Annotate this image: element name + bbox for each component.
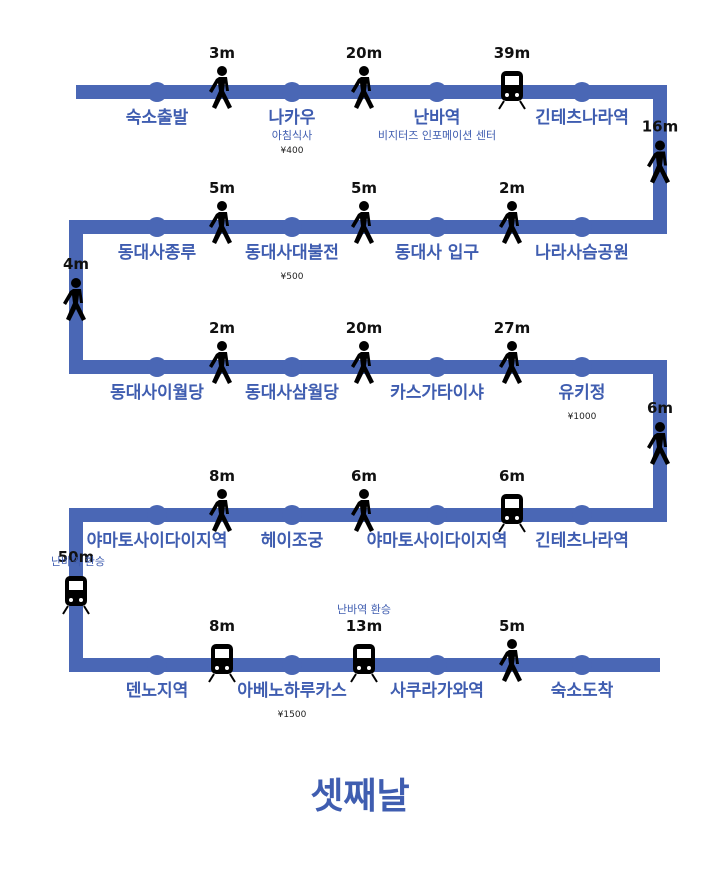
stop-name: 긴테츠나라역 (535, 108, 629, 128)
transfer-note: 난바역 환승 (337, 603, 391, 616)
connector-duration: 50m (58, 548, 95, 566)
stop-name: 나라사슴공원 (535, 243, 629, 263)
stop-dot (147, 655, 167, 675)
leg-duration: 20m (346, 44, 383, 62)
stop-dot (427, 217, 447, 237)
stop-dot (572, 357, 592, 377)
leg-duration: 13m (346, 617, 383, 635)
page-title: 셋째날 (310, 776, 409, 817)
stop-dot (282, 217, 302, 237)
leg-duration: 39m (494, 44, 531, 62)
stop-dot (147, 217, 167, 237)
stop-name: 덴노지역 (126, 681, 189, 701)
stop-dot (572, 82, 592, 102)
stop-dot (572, 217, 592, 237)
stop-dot (572, 505, 592, 525)
stop-dot (282, 655, 302, 675)
stop-name: 아베노하루카스 (237, 681, 347, 701)
stop-name: 동대사삼월당 (245, 383, 339, 403)
stop-name: 유키정 (559, 383, 606, 403)
stop-subtitle: 아침식사 (272, 129, 312, 142)
stop-dot (427, 357, 447, 377)
leg-duration: 6m (351, 467, 377, 485)
stop-name: 동대사종루 (118, 243, 197, 263)
stop-dot (572, 655, 592, 675)
stop-name: 나카우 (269, 108, 316, 128)
stop-dot (147, 82, 167, 102)
stop-name: 숙소도착 (551, 681, 614, 701)
train-icon (498, 70, 526, 110)
stop-name: 숙소출발 (126, 108, 189, 128)
leg-duration: 3m (209, 44, 235, 62)
stop-subtitle: 비지터즈 인포메이션 센터 (378, 129, 496, 142)
stop-dot (147, 505, 167, 525)
stop-price: ¥500 (281, 272, 304, 282)
leg-duration: 2m (209, 319, 235, 337)
stop-dot (282, 82, 302, 102)
leg-duration: 5m (351, 179, 377, 197)
stop-dot (282, 357, 302, 377)
stop-price: ¥1500 (278, 710, 307, 720)
stop-name: 카스가타이샤 (390, 383, 484, 403)
leg-duration: 8m (209, 467, 235, 485)
stop-name: 동대사대불전 (245, 243, 339, 263)
stop-price: ¥1000 (568, 412, 597, 422)
stop-name: 긴테츠나라역 (535, 531, 629, 551)
stop-name: 야마토사이다이지역 (367, 531, 508, 551)
leg-duration: 5m (209, 179, 235, 197)
stop-name: 헤이조궁 (261, 531, 324, 551)
stop-price: ¥400 (281, 146, 304, 156)
leg-duration: 27m (494, 319, 531, 337)
train-icon (350, 643, 378, 683)
stop-dots (147, 82, 592, 675)
leg-duration: 20m (346, 319, 383, 337)
leg-duration: 8m (209, 617, 235, 635)
stop-dot (427, 655, 447, 675)
train-icon (498, 493, 526, 533)
stop-dot (427, 82, 447, 102)
connector-duration: 4m (63, 255, 89, 273)
leg-duration: 2m (499, 179, 525, 197)
stop-dot (282, 505, 302, 525)
stop-name: 사쿠라가와역 (390, 681, 484, 701)
stop-name: 동대사이월당 (110, 383, 204, 403)
stop-dot (427, 505, 447, 525)
stop-name: 야마토사이다이지역 (87, 531, 228, 551)
stop-name: 난바역 (414, 108, 461, 128)
train-icon (208, 643, 236, 683)
stop-name: 동대사 입구 (395, 243, 479, 263)
leg-duration: 6m (499, 467, 525, 485)
connector-duration: 16m (642, 118, 679, 136)
stop-dot (147, 357, 167, 377)
leg-duration: 5m (499, 617, 525, 635)
transfer-note: 난바역 환승 (51, 555, 105, 568)
connector-duration: 6m (647, 399, 673, 417)
